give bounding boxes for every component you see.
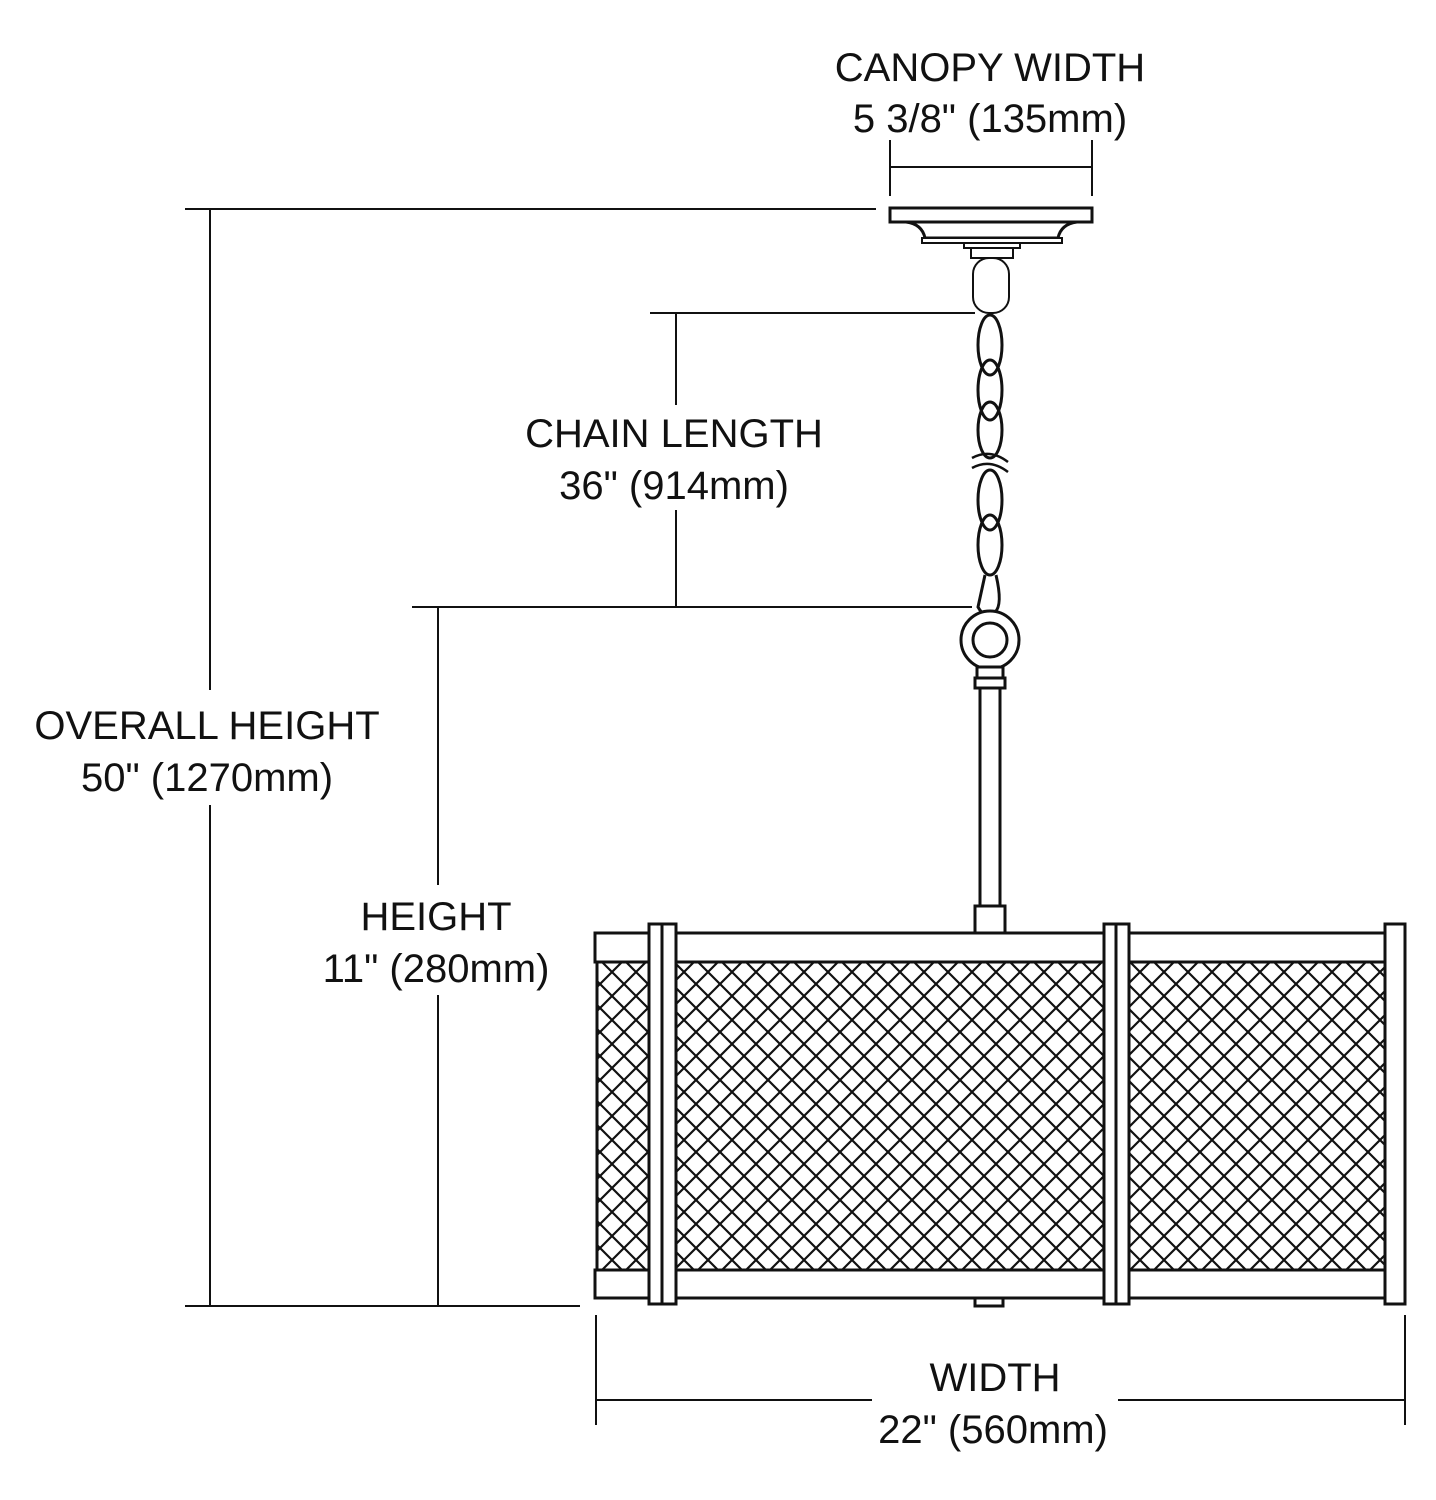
overall-height-dimension: OVERALL HEIGHT 50" (1270mm): [34, 208, 876, 1307]
canopy: [888, 206, 1094, 314]
height-dimension: HEIGHT 11" (280mm): [323, 607, 550, 1306]
hanging-rod: [959, 609, 1021, 936]
canopy-width-dimension: CANOPY WIDTH 5 3/8" (135mm): [835, 46, 1145, 196]
chain-length-dimension: CHAIN LENGTH 36" (914mm): [412, 312, 975, 608]
height-value: 11" (280mm): [323, 947, 550, 991]
overall-height-label: OVERALL HEIGHT: [34, 704, 379, 748]
shade-post-right: [1383, 922, 1407, 1306]
width-dimension: WIDTH 22" (560mm): [595, 1315, 1406, 1452]
canopy-width-value: 5 3/8" (135mm): [853, 97, 1127, 141]
chain: [971, 313, 1009, 617]
shade-post-middle: [1102, 922, 1131, 1306]
mesh-shade: [593, 922, 1407, 1308]
canopy-width-label: CANOPY WIDTH: [835, 46, 1145, 90]
shade-post-left: [647, 922, 678, 1306]
overall-height-value: 50" (1270mm): [81, 756, 333, 800]
chain-length-label: CHAIN LENGTH: [525, 412, 823, 456]
width-value: 22" (560mm): [878, 1408, 1108, 1452]
chain-length-value: 36" (914mm): [559, 464, 789, 508]
height-label: HEIGHT: [360, 895, 511, 939]
width-label: WIDTH: [929, 1356, 1060, 1400]
